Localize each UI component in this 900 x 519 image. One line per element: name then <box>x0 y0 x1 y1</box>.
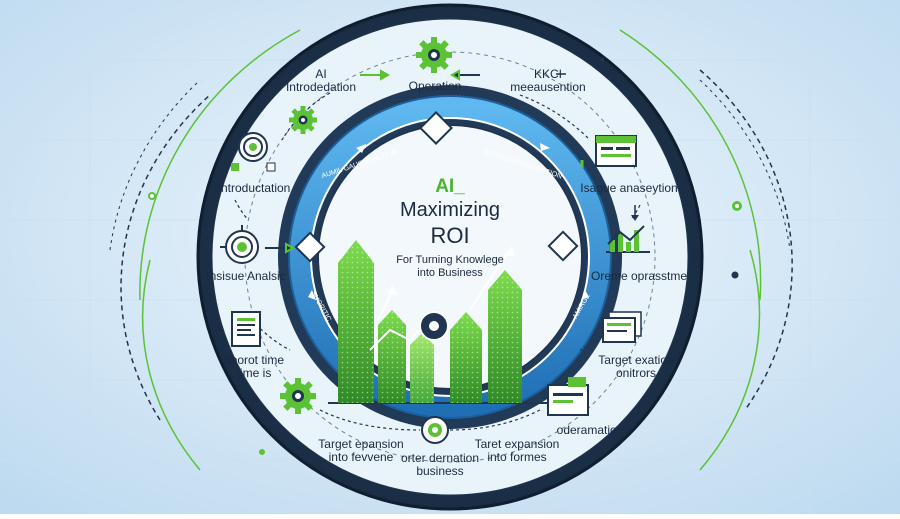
arrow-icon <box>556 57 639 221</box>
bar <box>338 240 374 403</box>
gear-icon <box>280 378 316 414</box>
center-subtitle-line2: into Business <box>417 267 483 279</box>
node-orter-line2: business <box>416 464 464 478</box>
bar <box>488 270 522 403</box>
node-ai-intro-line1: AI <box>315 67 327 81</box>
node-aborot-line1: aborot time <box>223 353 285 367</box>
node-insisue: Insisue Analsic <box>206 269 286 283</box>
target-icon <box>220 225 259 264</box>
growth-bar-chart <box>328 240 570 444</box>
document-icon <box>602 311 642 343</box>
bar <box>378 310 406 403</box>
bar <box>410 333 434 403</box>
node-operation: Operation <box>408 79 462 93</box>
node-target-mid-line1: Taret expansion <box>474 437 560 451</box>
node-aborot: aborot time time is <box>214 354 294 380</box>
node-orter: orter dernation business <box>392 452 488 478</box>
node-target-left-line2: into fevvene <box>328 450 394 464</box>
node-introductation: Introductation <box>217 181 291 195</box>
document-icon <box>231 311 261 347</box>
ring-arrows <box>308 143 589 300</box>
top-arrows <box>265 69 480 254</box>
diamond-icon <box>547 230 579 262</box>
node-ai-intro: AI Introdedation <box>276 68 366 94</box>
document-icon <box>547 377 589 416</box>
node-kkci: KKCI meeausention <box>498 68 598 94</box>
node-target-right-line1: Target exation <box>598 353 674 367</box>
node-kkci-line1: KKCI <box>533 67 562 81</box>
diamond-icon <box>294 231 326 263</box>
node-kkci-line2: meeausention <box>510 80 586 94</box>
chart-icon <box>606 225 650 253</box>
node-target-left: Target epansion into fevvene <box>306 438 416 464</box>
outer-arcs <box>109 29 793 471</box>
node-isague: Isague anaseytion <box>580 181 678 195</box>
node-target-mid: Taret expansion into formes <box>462 438 572 464</box>
node-aborot-line2: time is <box>236 366 272 380</box>
node-oreme: Oreme oprasstme <box>590 269 688 283</box>
blue-process-ring <box>289 96 611 418</box>
node-target-mid-line2: into formes <box>487 450 547 464</box>
node-target-left-line1: Target epansion <box>318 437 404 451</box>
node-oderamation: oderamation <box>556 423 624 437</box>
diamond-icon <box>419 111 453 145</box>
center-title-line1: AI_ <box>435 176 465 197</box>
center-title-line3: ROI <box>430 223 470 248</box>
connectors <box>234 92 641 431</box>
node-target-right-line2: onitrors <box>615 366 656 380</box>
target-icon <box>231 132 276 172</box>
node-ai-intro-line2: Introdedation <box>285 80 357 94</box>
gear-icon <box>416 37 452 73</box>
node-target-right: Target exation onitrors <box>586 354 686 380</box>
gear-icon <box>289 106 317 134</box>
diamond-icons <box>294 111 579 263</box>
center-title-line2: Maximizing <box>399 199 501 221</box>
node-orter-line1: orter dernation <box>400 451 480 465</box>
center-subtitle-line1: For Turning Knowlege <box>396 254 504 266</box>
document-icon <box>595 135 637 167</box>
bar <box>450 312 482 403</box>
